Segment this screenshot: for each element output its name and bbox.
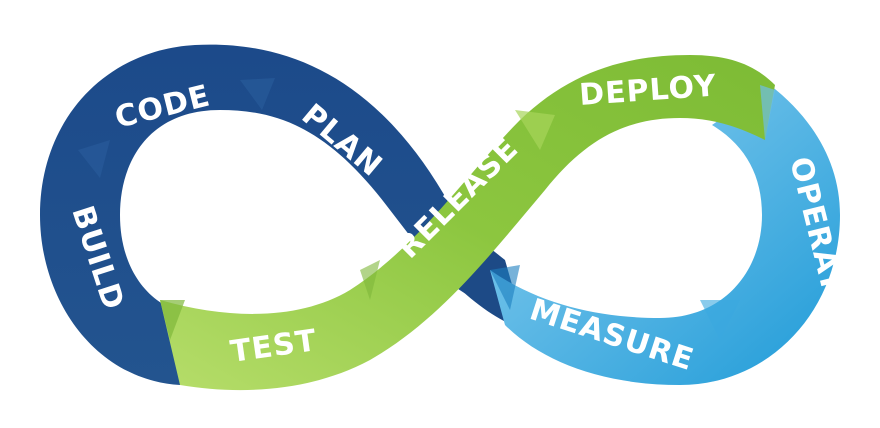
arrow-separator (490, 265, 520, 310)
infinity-green-band (160, 55, 775, 391)
infinity-right-loop (490, 85, 840, 385)
arrow-separator (240, 78, 275, 110)
arrow-separator (160, 300, 185, 340)
arrow-separator (700, 300, 740, 340)
arrow-separator (760, 85, 775, 140)
infinity-left-loop (40, 44, 520, 385)
arrow-separator (78, 140, 110, 178)
arrow-separator (515, 110, 555, 150)
arrow-separator (360, 260, 380, 300)
